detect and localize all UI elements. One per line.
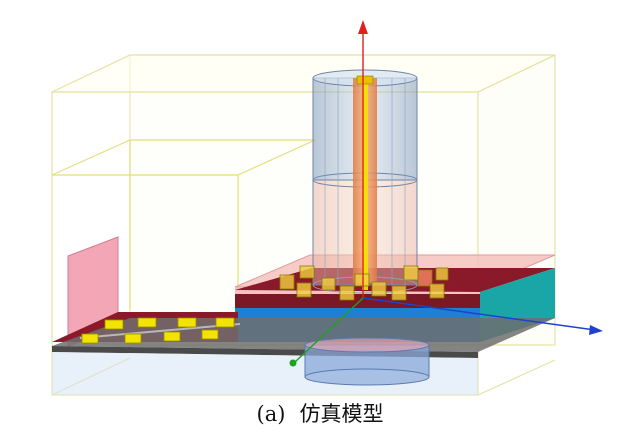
axis-y: [289, 297, 364, 367]
pad: [81, 333, 99, 344]
axis-z-arrow-icon: [358, 20, 368, 34]
pad: [299, 265, 315, 279]
pad: [339, 285, 355, 301]
feed-pin-cap: [356, 75, 374, 85]
inner-enclosure-edge: [51, 139, 131, 176]
axis-x: [362, 297, 603, 335]
pad: [279, 274, 295, 290]
inner-enclosure: [51, 139, 316, 310]
inner-enclosure-edge: [237, 139, 316, 176]
lower-cylinder-top: [304, 337, 430, 353]
figure-caption: (a) 仿真模型: [0, 398, 640, 428]
pad: [137, 317, 157, 328]
axis-x-arrow-icon: [589, 325, 603, 335]
axis-z: [358, 20, 368, 298]
pad: [417, 269, 433, 287]
pad: [321, 277, 336, 291]
axis-x-line: [362, 297, 596, 331]
pad: [429, 283, 445, 299]
coax-cylinder: [312, 69, 418, 294]
microstrip-trace: [79, 323, 241, 339]
pad: [215, 317, 235, 328]
lower-cylinder-bottom: [304, 368, 430, 386]
feed-pin: [362, 78, 368, 290]
pad: [435, 267, 449, 281]
air-box-edge: [477, 54, 556, 93]
pad: [124, 333, 142, 344]
coax-facets: [324, 78, 406, 285]
pad: [201, 329, 219, 340]
pad: [104, 319, 124, 330]
pad: [177, 317, 197, 328]
pad: [163, 331, 181, 342]
pad: [371, 281, 387, 297]
caption-text: 仿真模型: [299, 402, 384, 426]
lower-cylinder: [304, 337, 430, 386]
panel-label: (a): [256, 402, 286, 426]
air-box-top-face: [51, 54, 556, 93]
pad: [354, 273, 370, 287]
pad: [296, 282, 312, 298]
axis-y-dot-icon: [289, 359, 297, 367]
axis-y-line: [294, 297, 364, 363]
left-pads: [81, 317, 235, 344]
pad: [391, 285, 407, 301]
pad: [403, 265, 419, 281]
ring-pads: [279, 265, 449, 301]
air-box-edge: [477, 359, 556, 396]
substrate-top-strip: [235, 294, 480, 308]
